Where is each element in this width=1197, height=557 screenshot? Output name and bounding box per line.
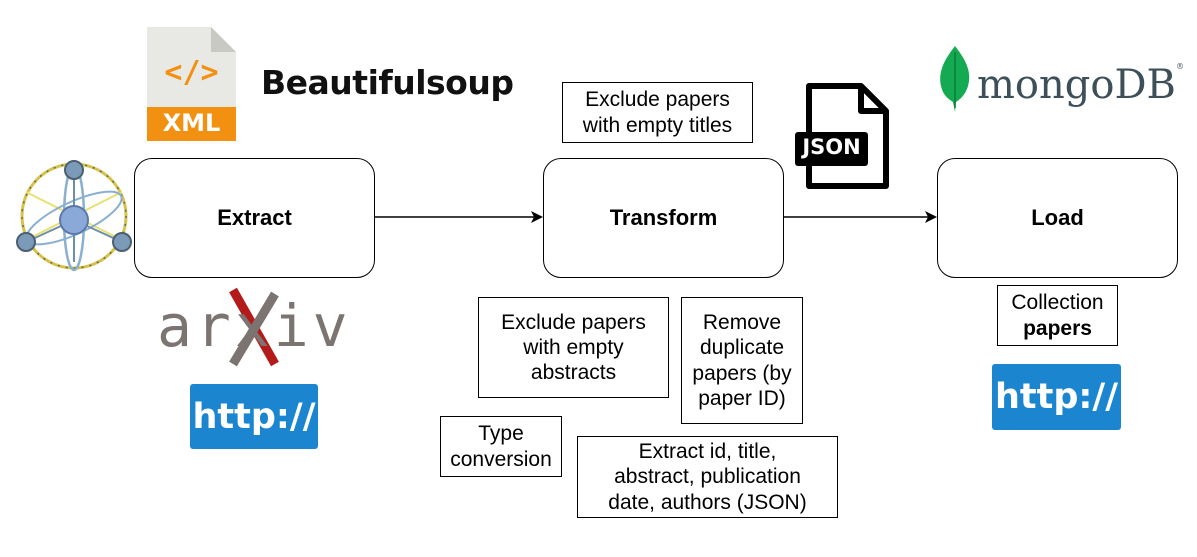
http-logo-load: http:// bbox=[992, 364, 1121, 430]
note-extract-fields: Extract id, title, abstract, publication… bbox=[577, 436, 838, 518]
transform-stage: Transform bbox=[543, 158, 784, 278]
mongodb-logo: mongoDB® bbox=[977, 62, 1184, 108]
note-line: with empty titles bbox=[582, 113, 733, 137]
note-line: Type bbox=[478, 422, 524, 446]
note-line: conversion bbox=[450, 447, 552, 471]
mongodb-registered-mark: ® bbox=[1175, 62, 1184, 71]
note-line: Extract id, title, bbox=[638, 440, 777, 464]
note-line: Remove bbox=[702, 311, 782, 335]
note-line: abstracts bbox=[530, 361, 617, 385]
xml-file-icon: </> XML bbox=[147, 27, 236, 141]
note-line: date, authors (JSON) bbox=[608, 490, 807, 514]
load-stage: Load bbox=[937, 158, 1178, 278]
collection-name: papers bbox=[1023, 316, 1092, 340]
extract-stage: Extract bbox=[134, 158, 375, 278]
note-line: duplicate bbox=[699, 336, 785, 360]
note-collection-papers: Collection papers bbox=[997, 285, 1118, 346]
mongodb-wordmark: mongoDB bbox=[977, 62, 1176, 108]
note-line: paper ID) bbox=[698, 386, 786, 410]
note-line: Exclude papers bbox=[585, 88, 730, 112]
note-line: papers (by bbox=[692, 361, 792, 385]
json-file-icon: JSON bbox=[795, 82, 890, 190]
xml-glyph: </> bbox=[164, 55, 219, 90]
xml-label: XML bbox=[162, 109, 221, 137]
arxiv-logo: arxiv bbox=[157, 284, 352, 370]
note-line: abstract, publication bbox=[614, 465, 801, 489]
http-logo-extract: http:// bbox=[190, 384, 318, 449]
network-graph-icon bbox=[16, 160, 132, 272]
note-remove-duplicates: Remove duplicate papers (by paper ID) bbox=[681, 297, 803, 424]
beautifulsoup-logo: Beautifulsoup bbox=[261, 63, 514, 102]
note-exclude-empty-abstracts: Exclude papers with empty abstracts bbox=[478, 297, 669, 398]
arxiv-text: arxiv bbox=[157, 292, 352, 360]
mongodb-leaf-icon bbox=[940, 46, 970, 112]
note-line: with empty bbox=[523, 335, 624, 359]
note-type-conversion: Type conversion bbox=[440, 416, 562, 477]
json-label: JSON bbox=[802, 135, 861, 159]
note-exclude-empty-titles: Exclude papers with empty titles bbox=[562, 82, 753, 143]
collection-label: Collection bbox=[1011, 291, 1104, 315]
note-line: Exclude papers bbox=[501, 310, 646, 334]
